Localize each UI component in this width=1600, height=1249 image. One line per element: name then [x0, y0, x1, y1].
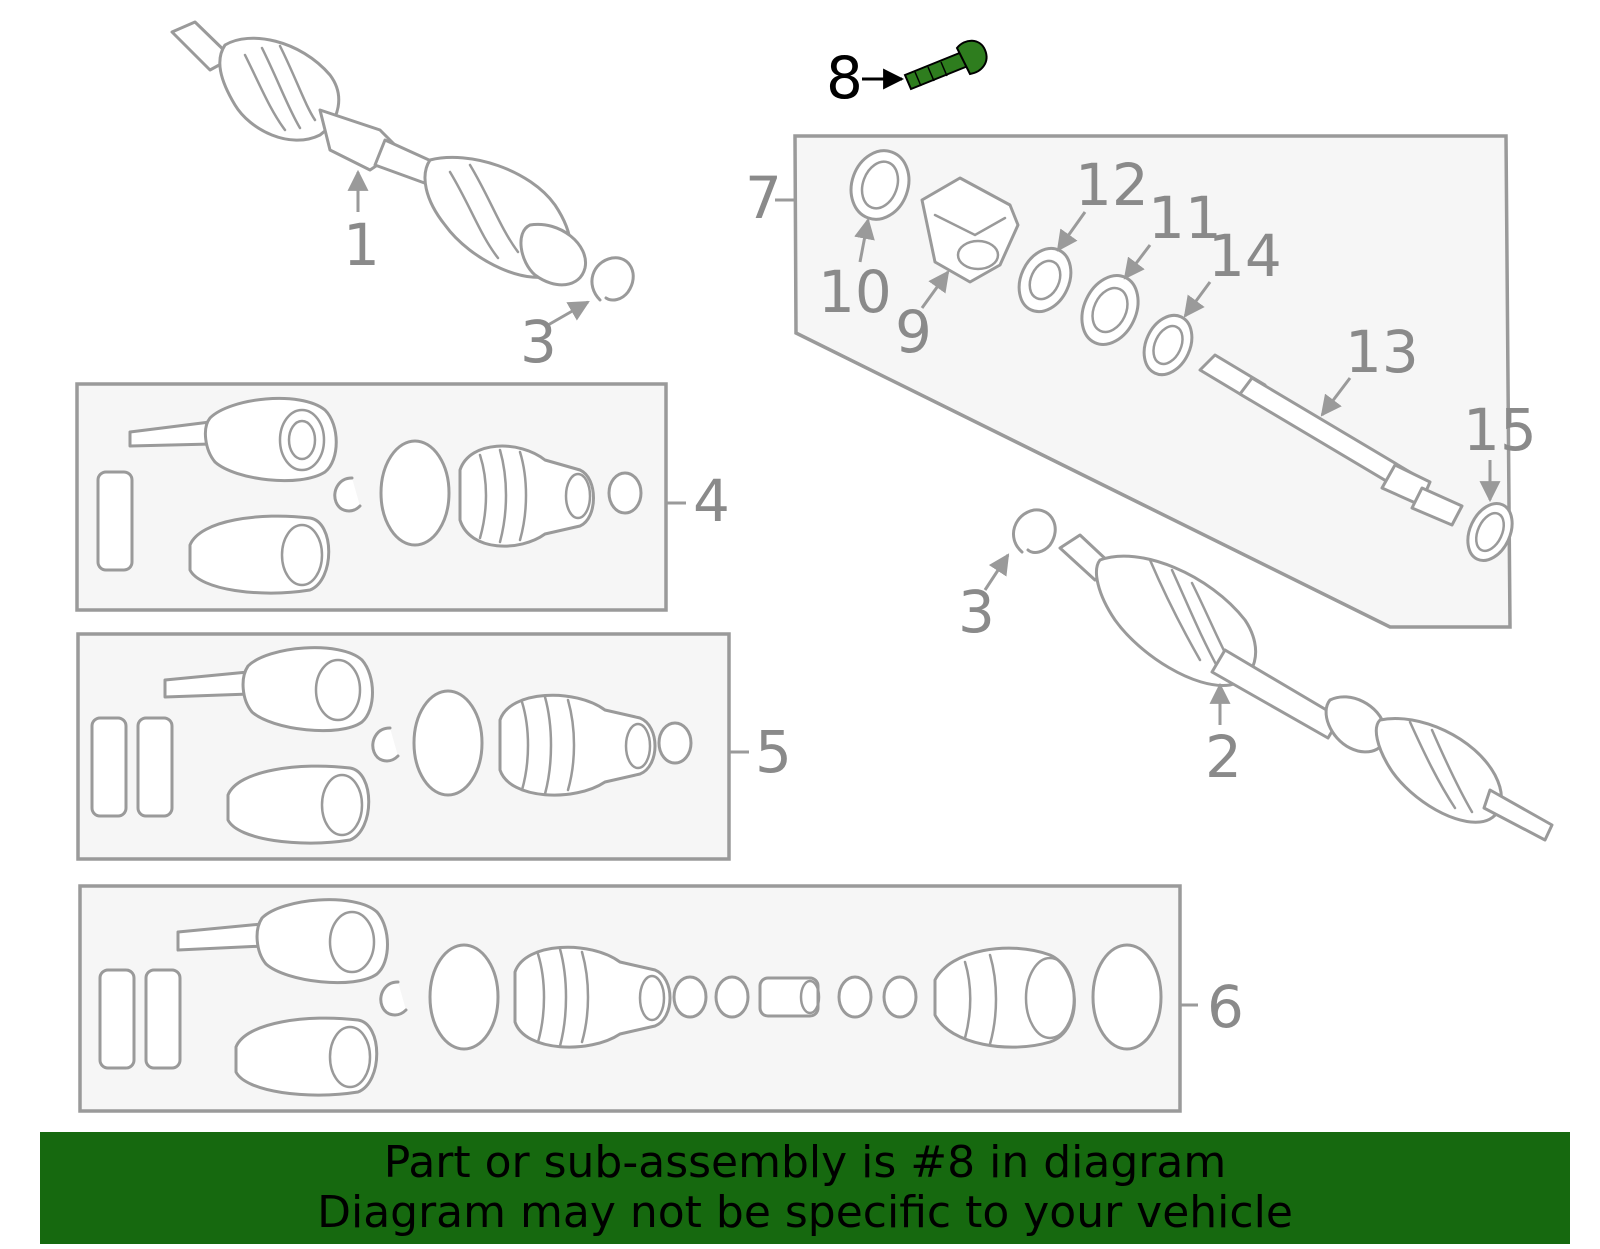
svg-text:11: 11: [1148, 184, 1222, 252]
svg-text:13: 13: [1345, 318, 1419, 386]
bolt-8-highlighted[interactable]: [903, 39, 988, 91]
svg-text:15: 15: [1463, 396, 1537, 464]
callout-3-upper: 3: [520, 300, 590, 376]
info-banner: Part or sub-assembly is #8 in diagram Di…: [40, 1132, 1570, 1244]
svg-text:5: 5: [755, 718, 792, 786]
callout-11: 11: [1123, 184, 1222, 280]
bracket-9[interactable]: [920, 176, 1020, 284]
callout-14: 14: [1183, 222, 1282, 318]
svg-text:2: 2: [1205, 723, 1242, 791]
callout-2: 2: [1205, 682, 1242, 791]
banner-background: [40, 1132, 1570, 1244]
circlip-3-upper[interactable]: [590, 256, 635, 302]
ring-14[interactable]: [1135, 308, 1201, 383]
callout-4: 4: [666, 467, 730, 535]
callout-3-lower: 3: [958, 553, 1010, 646]
callout-7: 7: [745, 164, 795, 232]
callout-15: 15: [1463, 396, 1537, 503]
circlip-3-lower[interactable]: [1012, 508, 1057, 554]
callout-13: 13: [1320, 318, 1419, 417]
banner-line-disclaimer: Diagram may not be specific to your vehi…: [317, 1187, 1293, 1238]
svg-text:3: 3: [958, 578, 995, 646]
callout-12: 12: [1056, 151, 1149, 252]
banner-line-part-info: Part or sub-assembly is #8 in diagram: [383, 1137, 1227, 1188]
svg-text:3: 3: [520, 308, 557, 376]
svg-text:8: 8: [826, 44, 863, 112]
seal-10[interactable]: [842, 143, 919, 228]
callout-9: 9: [895, 270, 950, 366]
svg-text:14: 14: [1208, 222, 1282, 290]
svg-text:6: 6: [1207, 973, 1244, 1041]
svg-text:7: 7: [745, 164, 782, 232]
callout-6: 6: [1180, 973, 1244, 1041]
callout-1: 1: [343, 169, 380, 279]
axle-shaft-1[interactable]: [170, 20, 587, 287]
axle-shaft-2[interactable]: [1058, 533, 1554, 842]
svg-text:1: 1: [343, 211, 380, 279]
ring-15[interactable]: [1459, 496, 1521, 567]
svg-text:12: 12: [1075, 151, 1149, 219]
svg-text:4: 4: [693, 467, 730, 535]
callout-8: 8: [826, 44, 905, 112]
kit-box-6[interactable]: [78, 884, 1182, 1113]
kit-box-4[interactable]: [75, 382, 668, 612]
svg-text:10: 10: [818, 258, 892, 326]
kit-box-5[interactable]: [76, 632, 731, 861]
callout-10: 10: [818, 217, 892, 326]
callout-5: 5: [729, 718, 792, 786]
svg-text:9: 9: [895, 298, 932, 366]
shaft-13[interactable]: [1198, 353, 1464, 527]
